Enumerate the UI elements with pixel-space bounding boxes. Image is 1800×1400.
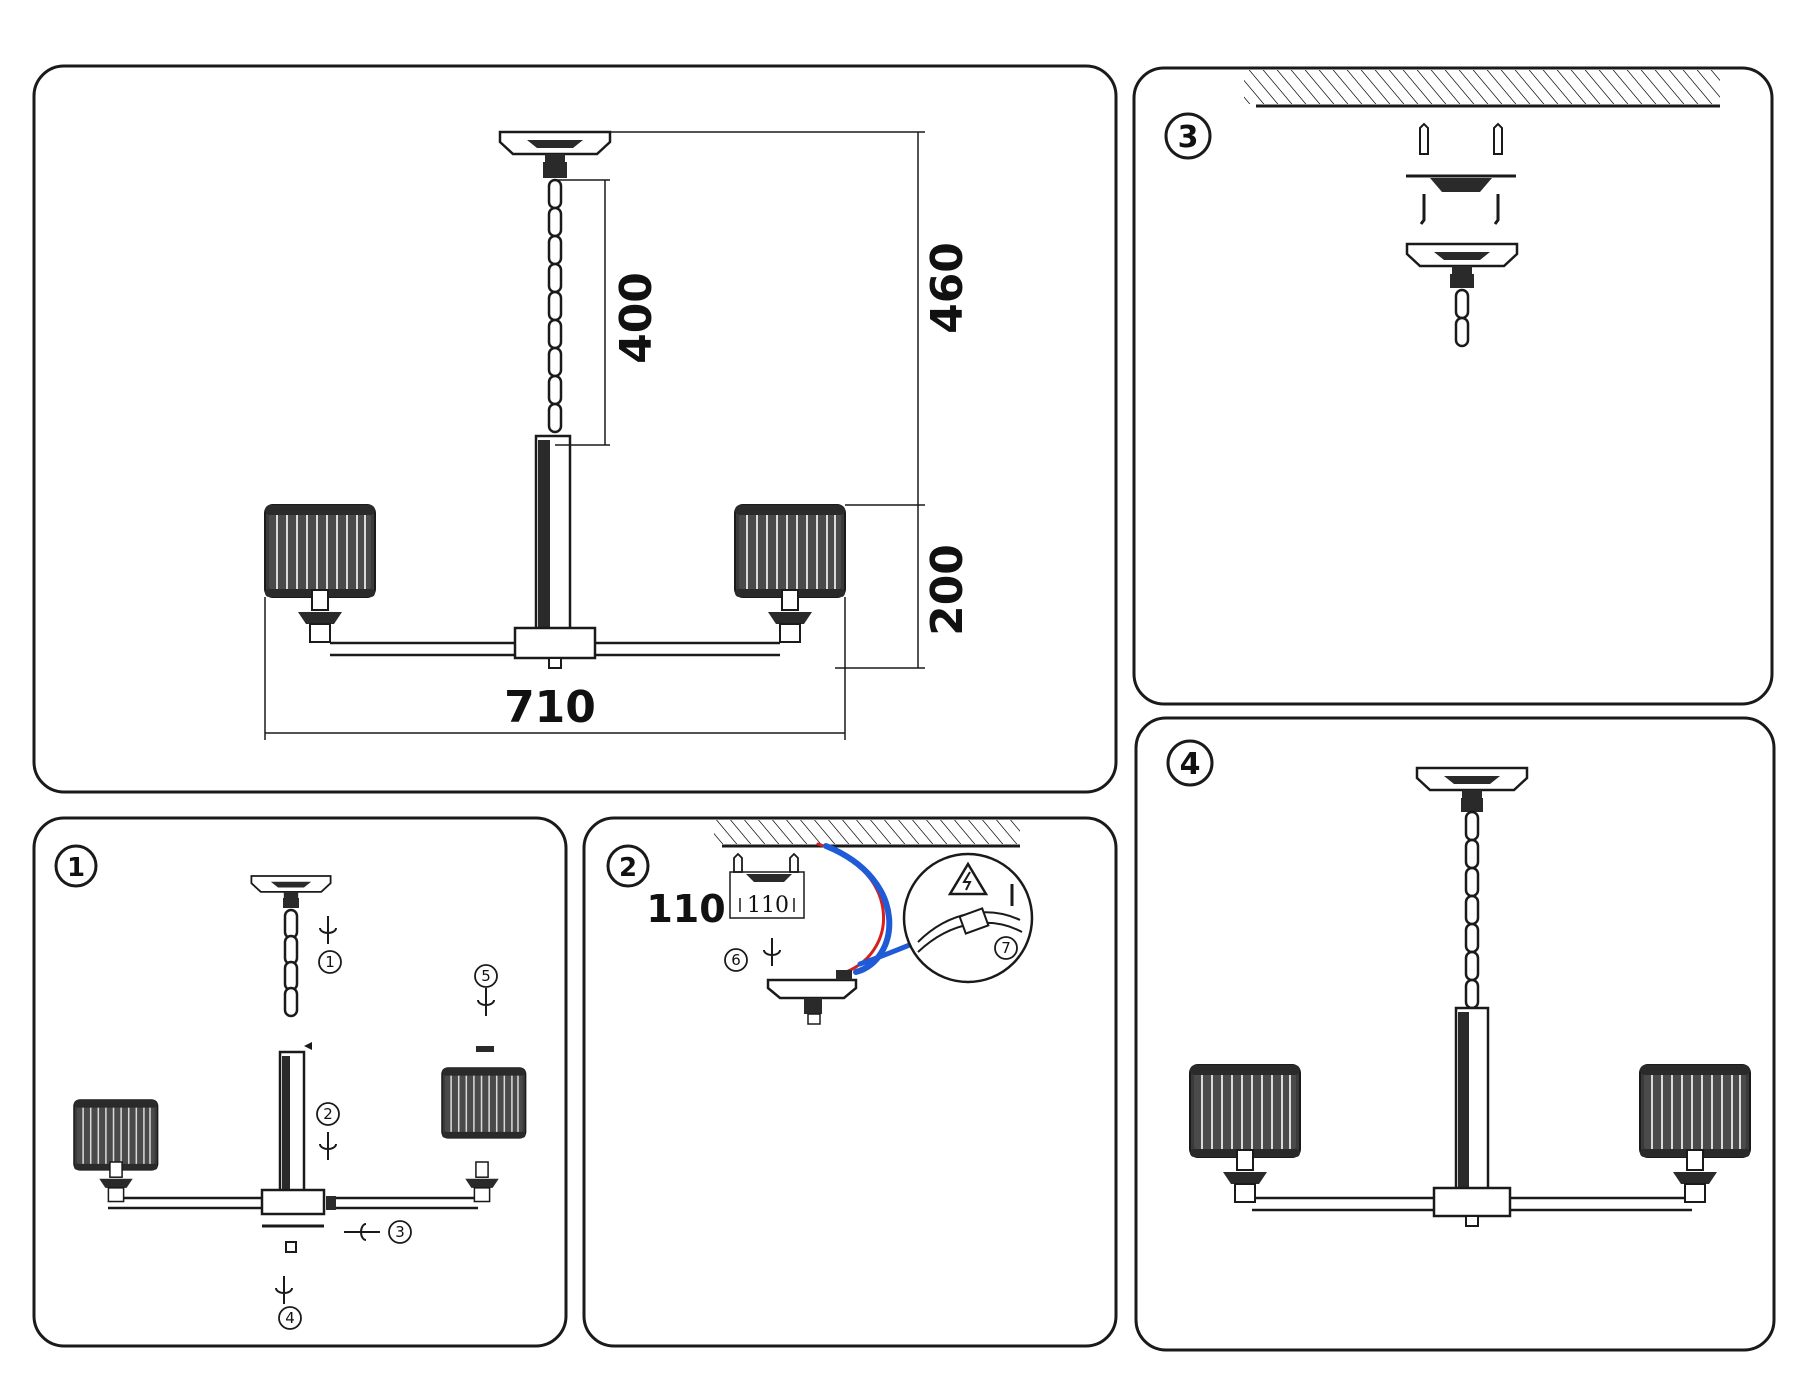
chandelier-main: [264, 130, 846, 669]
ceiling-hatch: [1244, 70, 1720, 104]
dimension-lines: [264, 131, 925, 740]
chandelier-assembled: [1189, 766, 1751, 1227]
step1-panel: 1: [32, 816, 568, 1348]
terminal-zoom: 7: [902, 852, 1034, 984]
svg-text:4: 4: [1180, 747, 1201, 782]
dim-total-drop: 460: [922, 242, 973, 334]
canopy-wired: [766, 970, 858, 1025]
mount-size-small: 110: [747, 893, 789, 918]
svg-text:1: 1: [67, 853, 85, 883]
main-dimension-panel: 400 460 200 710: [32, 64, 1118, 794]
step4-badge: 4: [1166, 739, 1214, 787]
rotation-arrows: [275, 916, 495, 1304]
step3-badge: 3: [1164, 112, 1212, 160]
ceiling-hatch-2: [714, 820, 1020, 844]
svg-text:2: 2: [323, 1105, 333, 1123]
step3-panel: 3: [1132, 66, 1774, 706]
mounting-bar: [1406, 174, 1516, 192]
chain: [547, 178, 563, 434]
step4-panel: 4: [1134, 716, 1776, 1352]
svg-text:4: 4: [285, 1309, 295, 1327]
svg-text:6: 6: [731, 951, 741, 969]
wall-anchors: [1419, 122, 1503, 155]
anchors-2: [733, 852, 799, 873]
step2-subnumbers: 6: [724, 948, 748, 972]
svg-text:2: 2: [619, 853, 637, 883]
chandelier-exploded: [73, 875, 527, 1253]
step2-badge: 2: [606, 844, 650, 888]
dim-overall-width: 710: [504, 682, 596, 733]
svg-text:3: 3: [395, 1223, 405, 1241]
dim-chain-length: 400: [611, 272, 662, 364]
mount-size-big: 110: [646, 887, 725, 931]
warning-icon: [947, 861, 989, 896]
step1-badge: 1: [54, 844, 98, 888]
mount-plate-dimension: 110: [729, 871, 805, 919]
svg-text:1: 1: [325, 953, 335, 971]
rotation-arrow-6: [763, 938, 781, 966]
step2-panel: 2 110 110 6: [582, 816, 1118, 1348]
svg-text:5: 5: [481, 967, 491, 985]
step1-subnumbers: 1 2 3 4 5: [278, 950, 498, 1330]
svg-text:7: 7: [1001, 939, 1011, 957]
svg-text:3: 3: [1178, 120, 1199, 155]
dim-shade-height: 200: [922, 544, 973, 636]
screws: [1419, 194, 1500, 225]
